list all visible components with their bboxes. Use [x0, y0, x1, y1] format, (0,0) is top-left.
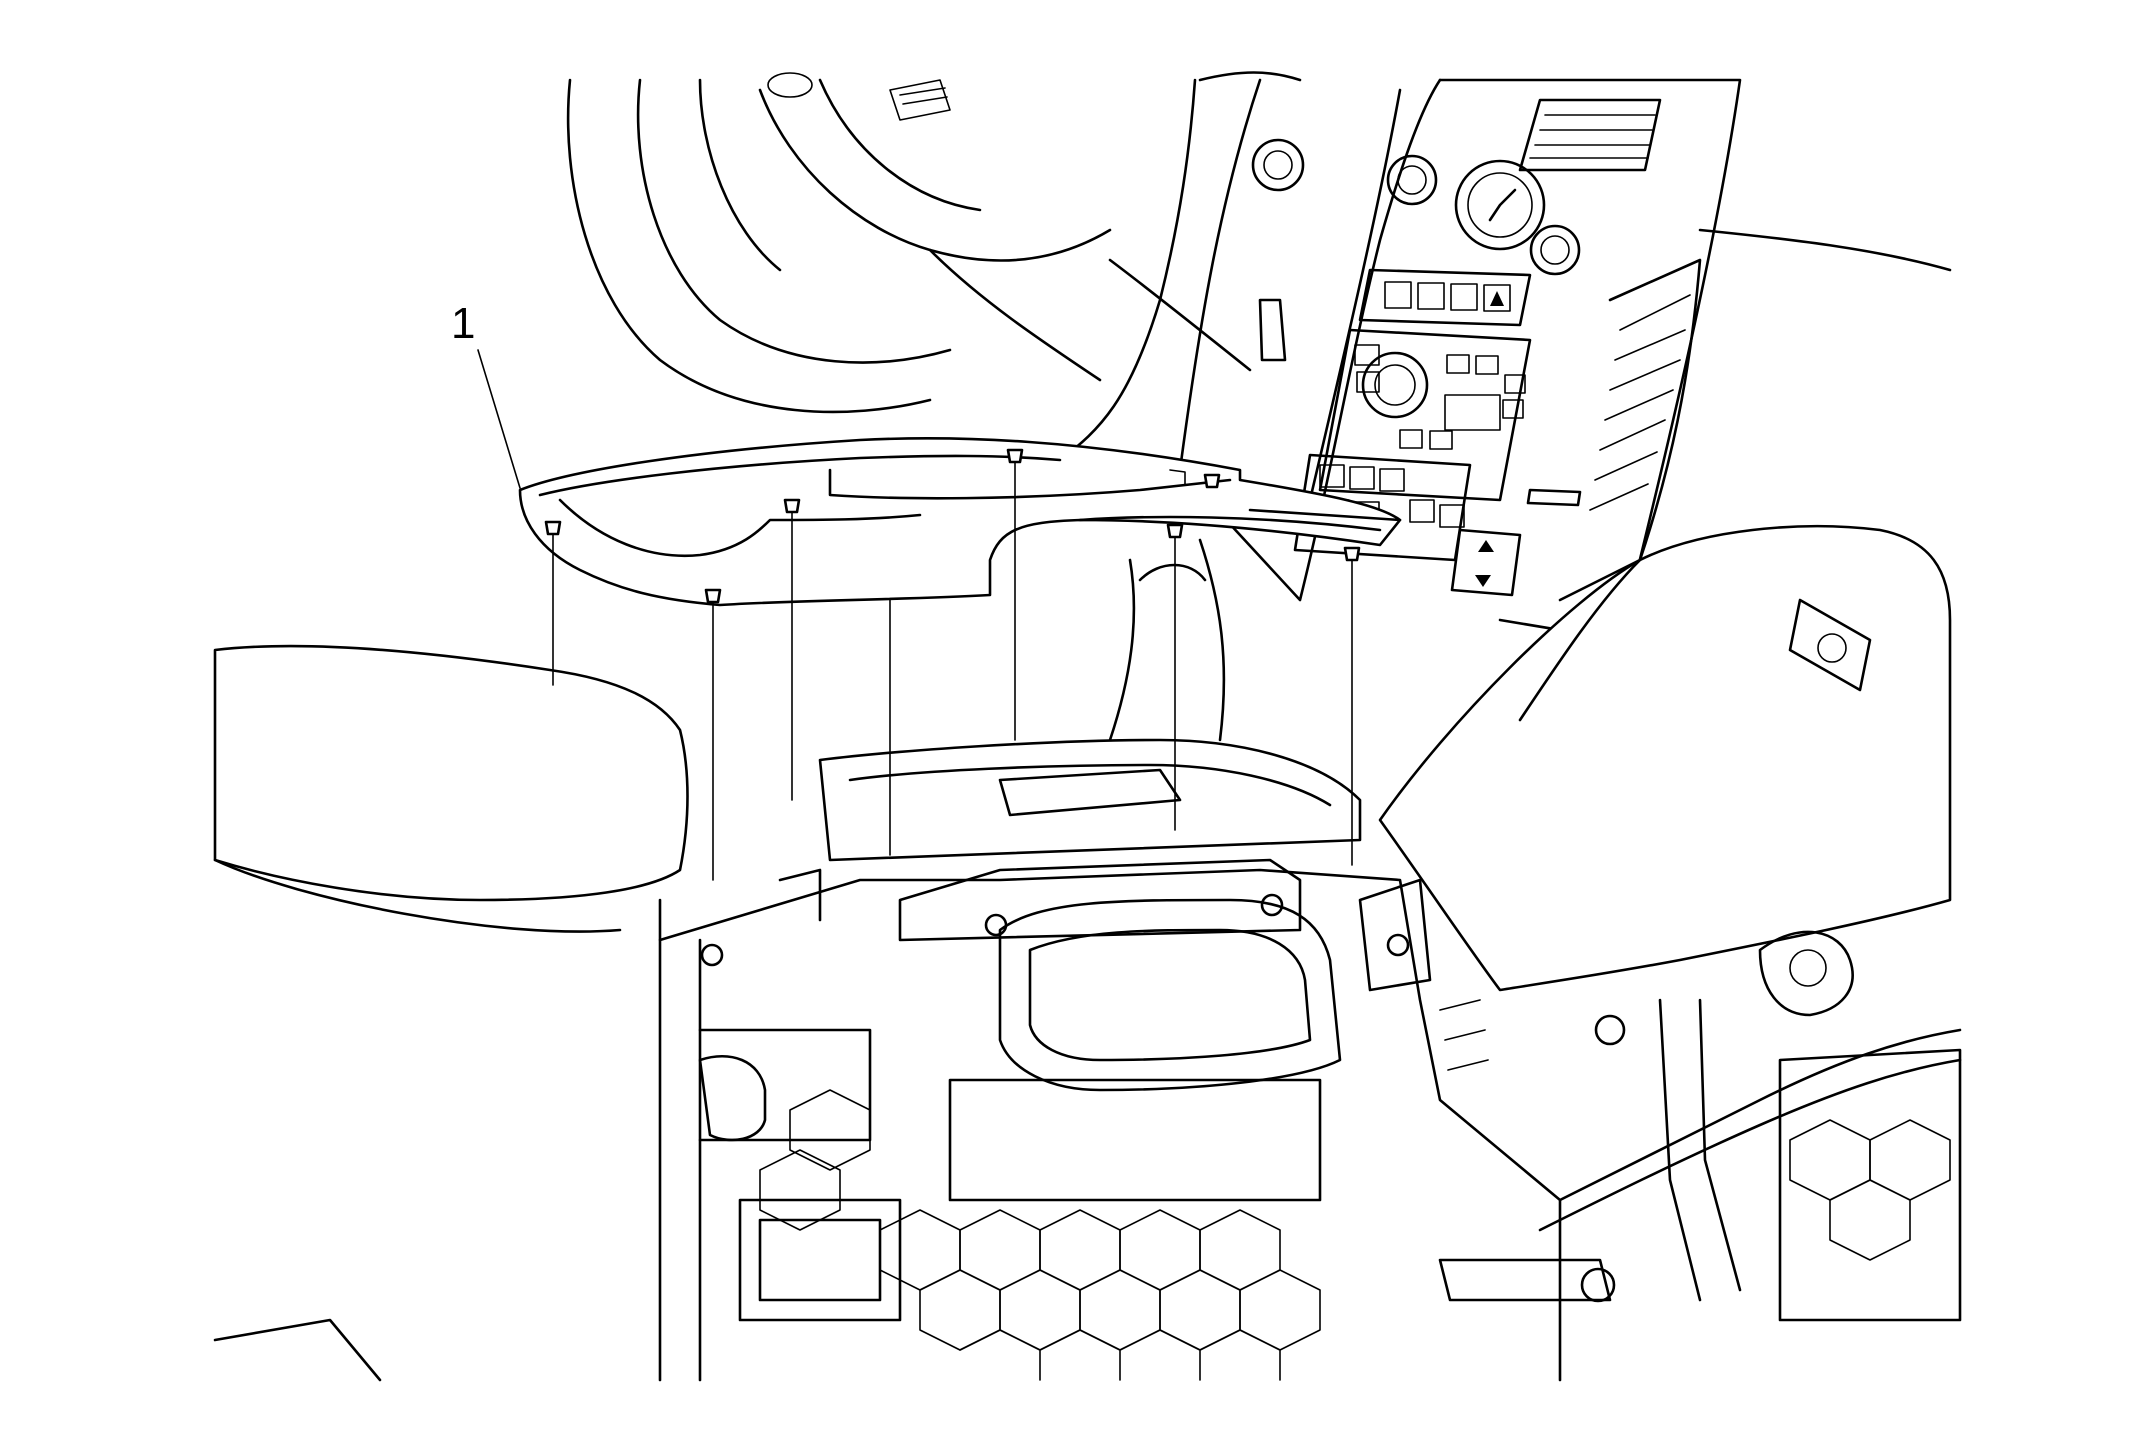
- lower-structure: [658, 868, 1962, 1382]
- retainer-clips: [544, 448, 1361, 881]
- steering-wheel: [566, 72, 1112, 414]
- dash-panel-right: [1378, 524, 1952, 992]
- callout-leader-1: [477, 349, 521, 489]
- callout-label-1: 1: [451, 299, 476, 348]
- floor-console: [698, 538, 1489, 1142]
- dashboard-outline: [928, 71, 1952, 462]
- lower-panel-left: [213, 644, 689, 1382]
- instrument-panel-trim-plate: [518, 437, 1402, 607]
